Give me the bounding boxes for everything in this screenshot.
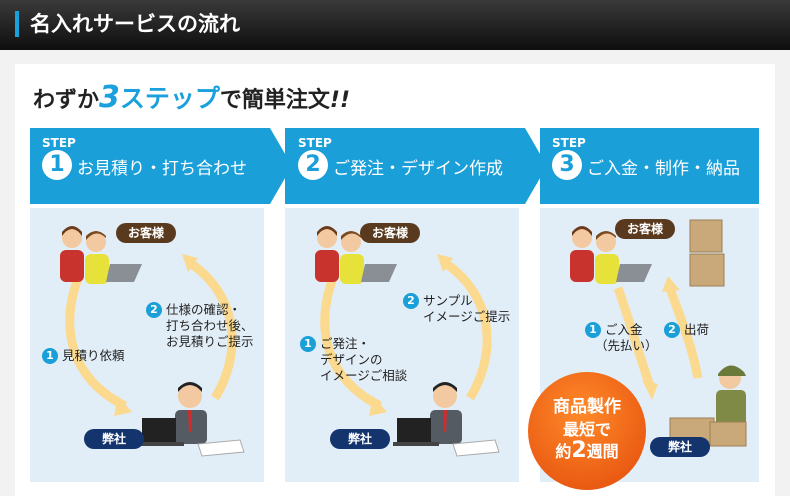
step-3-title: ご入金・制作・納品: [587, 159, 740, 179]
step-2-label-1-num: 1: [300, 336, 316, 352]
step-1-label-2-line2: 打ち合わせ後、: [166, 318, 254, 333]
step-3-label-2-num: 2: [664, 322, 680, 338]
badge-line-3-num: 2: [571, 438, 587, 463]
step-1-label-1-num: 1: [42, 348, 58, 364]
step-3-word: STEP: [552, 136, 586, 150]
step-3-label-2-text: 出荷: [684, 322, 710, 337]
step-1-number: 1: [42, 150, 72, 180]
step-2-label-2-num: 2: [403, 293, 419, 309]
step-2-label-1-line1: ご発注・: [320, 336, 371, 351]
step-3-number: 3: [552, 150, 582, 180]
step-1-label-2-num: 2: [146, 302, 162, 318]
headline-pre: わずか: [33, 88, 100, 113]
headline-post: で簡単注文: [219, 88, 330, 113]
badge-line-3: 約2週間: [528, 438, 646, 463]
step-1-title: お見積り・打ち合わせ: [77, 159, 247, 179]
badge-line-3-pre: 約: [555, 442, 572, 461]
section-header: 名入れサービスの流れ: [0, 0, 790, 50]
step-1-illustration: [60, 226, 245, 457]
step-2-label-2-line2: イメージご提示: [423, 309, 511, 324]
step-3-label-1: 1 ご入金 （先払い）: [585, 322, 658, 354]
step-2-label-2: 2 サンプル イメージご提示: [403, 293, 510, 325]
step-2-customer-pill: お客様: [360, 223, 420, 243]
step-2-company-pill: 弊社: [330, 429, 390, 449]
step-1-customer-pill: お客様: [116, 223, 176, 243]
step-3-label-2: 2 出荷: [664, 322, 709, 338]
step-2-label-1: 1 ご発注・ デザインの イメージご相談: [300, 336, 407, 384]
step-2-illustration: [315, 226, 500, 457]
step-2-label-1-line3: イメージご相談: [320, 368, 408, 383]
step-3-label-1-num: 1: [585, 322, 601, 338]
headline: わずか3ステップで簡単注文!!: [33, 80, 350, 119]
step-3-label-1-line1: ご入金: [605, 322, 643, 337]
production-time-badge: 商品製作 最短で 約2週間: [528, 372, 646, 490]
step-2-number: 2: [298, 150, 328, 180]
step-1-band: [30, 128, 292, 204]
step-2-label-2-line1: サンプル: [423, 293, 473, 308]
step-1-label-2-line1: 仕様の確認・: [166, 302, 242, 317]
step-1-label-2: 2 仕様の確認・ 打ち合わせ後、 お見積りご提示: [146, 302, 254, 350]
section-title: 名入れサービスの流れ: [30, 12, 240, 36]
headline-exclaim: !!: [329, 88, 350, 113]
step-1-company-pill: 弊社: [84, 429, 144, 449]
badge-line-1: 商品製作: [553, 397, 621, 417]
step-1-label-1: 1 見積り依頼: [42, 348, 125, 364]
badge-line-2: 最短で: [562, 420, 611, 439]
step-1-label-1-text: 見積り依頼: [62, 348, 125, 363]
step-2-band: [285, 128, 547, 204]
step-3-label-1-line2: （先払い）: [595, 338, 658, 353]
step-1-label-2-line3: お見積りご提示: [166, 334, 254, 349]
step-3-company-pill: 弊社: [650, 437, 710, 457]
step-3-illustration: [570, 219, 747, 447]
headline-number: 3: [99, 80, 120, 115]
step-3-customer-pill: お客様: [615, 219, 675, 239]
step-2-title: ご発注・デザイン作成: [333, 159, 503, 179]
step-2-label-1-line2: デザインの: [320, 352, 383, 367]
headline-steps: ステップ: [119, 84, 220, 113]
badge-line-3-post: 週間: [586, 442, 619, 461]
step-2-word: STEP: [298, 136, 332, 150]
header-accent-bar: [15, 11, 19, 37]
step-1-word: STEP: [42, 136, 76, 150]
